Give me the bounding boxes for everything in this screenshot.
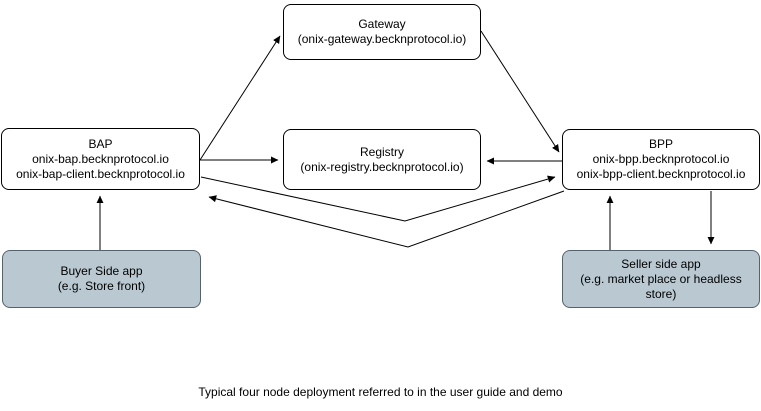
node-bap: BAP onix-bap.becknprotocol.io onix-bap-c…	[1, 128, 200, 190]
node-bpp: BPP onix-bpp.becknprotocol.io onix-bpp-c…	[562, 129, 760, 190]
node-seller-side-app: Seller side app (e.g. market place or he…	[562, 250, 760, 308]
bap-client-url: onix-bap-client.becknprotocol.io	[16, 166, 185, 181]
bpp-url: onix-bpp.becknprotocol.io	[592, 152, 730, 166]
buyer-app-title: Buyer Side app	[60, 264, 143, 278]
bpp-title: BPP	[648, 137, 673, 151]
bap-url: onix-bap.becknprotocol.io	[32, 151, 169, 166]
node-gateway: Gateway (onix-gateway.becknprotocol.io)	[283, 4, 481, 60]
seller-app-title: Seller side app	[621, 256, 701, 271]
registry-url: (onix-registry.becknprotocol.io)	[300, 159, 464, 174]
registry-title: Registry	[359, 144, 404, 159]
buyer-app-example: (e.g. Store front)	[57, 279, 146, 293]
node-buyer-side-app: Buyer Side app (e.g. Store front)	[2, 250, 201, 308]
seller-app-example: (e.g. market place or headless store)	[580, 271, 742, 301]
gateway-url: (onix-gateway.becknprotocol.io)	[297, 32, 467, 46]
arrow-gateway-to-bpp	[480, 30, 560, 153]
arrow-bpp-to-bap	[208, 190, 565, 248]
arrow-bap-to-gateway	[199, 35, 281, 161]
node-registry: Registry (onix-registry.becknprotocol.io…	[283, 129, 481, 190]
gateway-title: Gateway	[358, 17, 406, 31]
diagram-caption: Typical four node deployment referred to…	[198, 385, 563, 399]
bpp-client-url: onix-bpp-client.becknprotocol.io	[576, 167, 746, 181]
bap-title: BAP	[88, 136, 113, 151]
